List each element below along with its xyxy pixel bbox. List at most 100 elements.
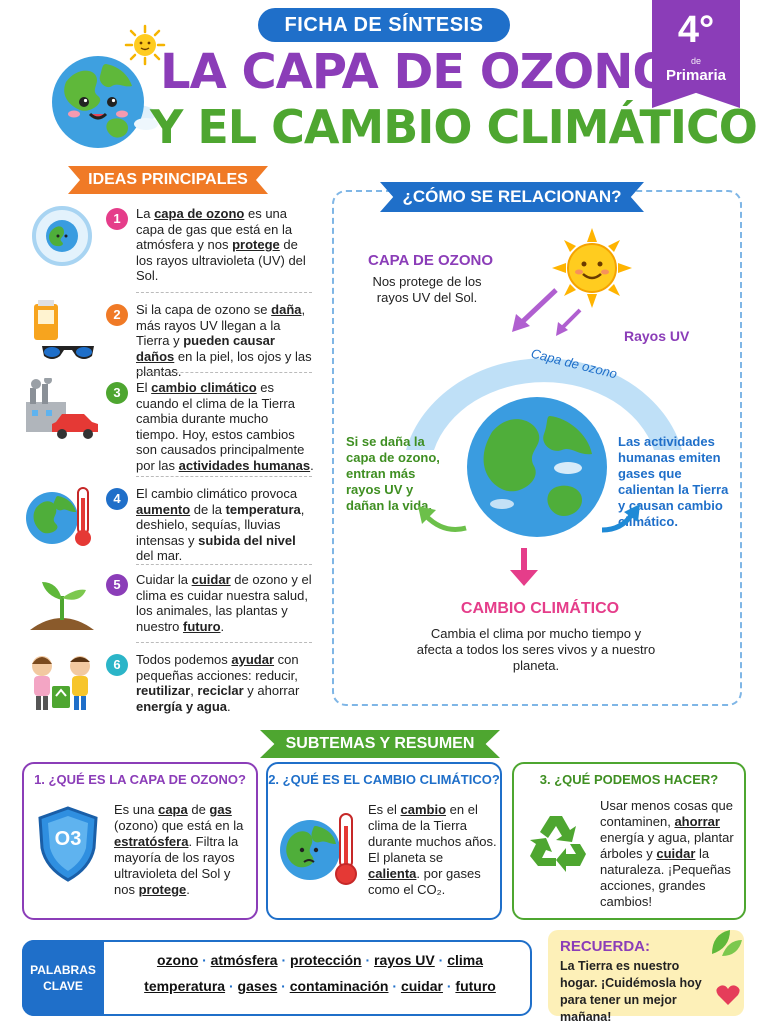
- human-activities-text: Las actividades humanas emiten gases que…: [618, 434, 729, 529]
- idea-text: Cuidar la cuidar de ozono y el clima es …: [136, 572, 312, 634]
- idea-item: 3 El cambio climático es cuando el clima …: [22, 376, 318, 473]
- highlighted-term: cuidar: [656, 846, 696, 861]
- idea-number-badge: 3: [106, 382, 128, 404]
- keywords-row-2: temperatura · gases · contaminación · cu…: [112, 978, 528, 996]
- keyword-separator: ·: [277, 952, 291, 968]
- keywords-row-1: ozono · atmósfera · protección · rayos U…: [112, 952, 528, 970]
- idea-number-badge: 5: [106, 574, 128, 596]
- idea-number-badge: 6: [106, 654, 128, 676]
- sunscreen-sunglasses-icon: [22, 300, 102, 364]
- sun-icon: [552, 228, 632, 308]
- bold-term: subida del nivel: [198, 532, 296, 548]
- reminder-box: RECUERDA: La Tierra es nuestro hogar. ¡C…: [548, 930, 744, 1024]
- grade-banner: 4° de Primaria: [652, 0, 740, 108]
- highlighted-term: cambio climático: [151, 380, 257, 395]
- subtopic-card-text: Usar menos cosas que contaminen, ahorrar…: [600, 798, 734, 909]
- idea-divider: [136, 564, 312, 565]
- subtopic-card-text: Es una capa de gas (ozono) que está en l…: [114, 802, 244, 897]
- ozone-layer-icon: [22, 204, 102, 268]
- ozone-layer-arc: [400, 326, 688, 456]
- idea-item: 6 Todos podemos ayudar con pequeñas accio…: [22, 650, 318, 730]
- highlighted-term: daña: [271, 302, 302, 317]
- bold-term: reciclar: [197, 683, 244, 698]
- factory-car-icon: [22, 376, 102, 442]
- bold-term: reutilizar: [136, 683, 191, 698]
- highlighted-term: cambio: [400, 802, 447, 817]
- keyword-separator: ·: [277, 978, 290, 994]
- ideas-section-title: IDEAS PRINCIPALES: [68, 166, 268, 194]
- keyword: rayos UV: [374, 952, 435, 968]
- idea-divider: [136, 642, 312, 643]
- highlighted-term: calienta: [368, 866, 417, 881]
- idea-text: La capa de ozono es una capa de gas que …: [136, 206, 306, 283]
- reminder-text: La Tierra es nuestro hogar. ¡Cuidémosla …: [560, 959, 702, 1024]
- highlighted-term: daños: [136, 348, 175, 364]
- subtopic-card-climate: 2. ¿QUÉ ES EL CAMBIO CLIMÁTICO? Es el ca…: [266, 762, 502, 920]
- relation-section-title: ¿CÓMO SE RELACIONAN?: [380, 182, 644, 212]
- uv-rays-label: Rayos UV: [624, 328, 690, 344]
- earth-globe-icon: [462, 392, 612, 542]
- bold-term: pueden causar: [183, 333, 275, 348]
- keyword: contaminación: [289, 978, 389, 994]
- highlighted-term: ahorrar: [674, 814, 720, 829]
- keyword-separator: ·: [361, 952, 375, 968]
- subtopic-card-text: Es el cambio en el clima de la Tierra du…: [368, 802, 497, 897]
- ozone-damage-text: Si se daña la capa de ozono, entran más …: [346, 434, 440, 513]
- sun-icon: [124, 24, 166, 66]
- idea-number-badge: 4: [106, 488, 128, 510]
- highlighted-term: cuidar: [191, 572, 231, 587]
- subtopics-section-title: SUBTEMAS Y RESUMEN: [260, 730, 500, 758]
- subtopic-card-ozone: 1. ¿QUÉ ES LA CAPA DE OZONO? O3 Es una c…: [22, 762, 258, 920]
- idea-text: Todos podemos ayudar con pequeñas accion…: [136, 652, 300, 714]
- climate-change-heading: CAMBIO CLIMÁTICO: [460, 600, 620, 617]
- recycle-icon: [526, 810, 590, 874]
- idea-item: 5 Cuidar la cuidar de ozono y el clima es…: [22, 570, 318, 650]
- cycle-arrow-left-icon: [414, 500, 470, 534]
- highlighted-term: actividades humanas: [178, 457, 311, 473]
- idea-number-badge: 1: [106, 208, 128, 230]
- highlighted-term: protege: [232, 237, 280, 252]
- highlighted-term: aumento: [136, 501, 191, 517]
- kids-recycling-icon: [22, 650, 102, 714]
- plant-sprout-icon: [22, 570, 102, 634]
- keyword: clima: [447, 952, 484, 968]
- leaves-icon: [708, 926, 744, 960]
- subtopic-card-title: 1. ¿QUÉ ES LA CAPA DE OZONO?: [34, 772, 246, 787]
- cycle-arrow-right-icon: [598, 500, 644, 534]
- keyword: protección: [290, 952, 362, 968]
- highlighted-term: ayudar: [231, 652, 275, 667]
- uv-rays-arrows-icon: [506, 284, 596, 344]
- climate-change-description: Cambia el clima por mucho tiempo y afect…: [416, 626, 656, 673]
- idea-text: El cambio climático es cuando el clima d…: [136, 380, 314, 473]
- idea-text: Si la capa de ozono se daña, más rayos U…: [136, 302, 312, 379]
- highlighted-term: protege: [138, 882, 187, 897]
- highlighted-term: capa de ozono: [154, 206, 245, 221]
- grade-number: 4°: [677, 9, 715, 51]
- worksheet-type-badge: FICHA DE SÍNTESIS: [258, 8, 510, 42]
- down-arrow-icon: [508, 548, 540, 588]
- idea-number-badge: 2: [106, 304, 128, 326]
- keyword-separator: ·: [434, 952, 448, 968]
- page-title-line2: Y EL CAMBIO CLIMÁTICO: [150, 100, 758, 154]
- keywords-label: PALABRAS CLAVE: [22, 940, 104, 1016]
- keyword-separator: ·: [225, 978, 238, 994]
- idea-divider: [136, 292, 312, 293]
- highlighted-term: estratósfera: [114, 834, 189, 849]
- keyword: atmósfera: [210, 952, 278, 968]
- hot-earth-icon: [22, 484, 102, 548]
- grade-level: Primaria: [665, 67, 727, 84]
- page-title-line1: LA CAPA DE OZONO: [160, 44, 673, 100]
- grade-small-text: de: [690, 56, 701, 66]
- ozone-heading: CAPA DE OZONO: [368, 252, 494, 269]
- keyword-separator: ·: [388, 978, 401, 994]
- reminder-title: RECUERDA:: [560, 938, 650, 955]
- idea-divider: [136, 372, 312, 373]
- earth-mascot-icon: [36, 36, 160, 160]
- subtopic-card-title: 2. ¿QUÉ ES EL CAMBIO CLIMÁTICO?: [268, 772, 500, 787]
- ozone-shield-icon: O3: [36, 806, 100, 882]
- keyword: gases: [237, 978, 278, 994]
- bold-term: temperatura: [225, 501, 301, 517]
- keyword: futuro: [455, 978, 496, 994]
